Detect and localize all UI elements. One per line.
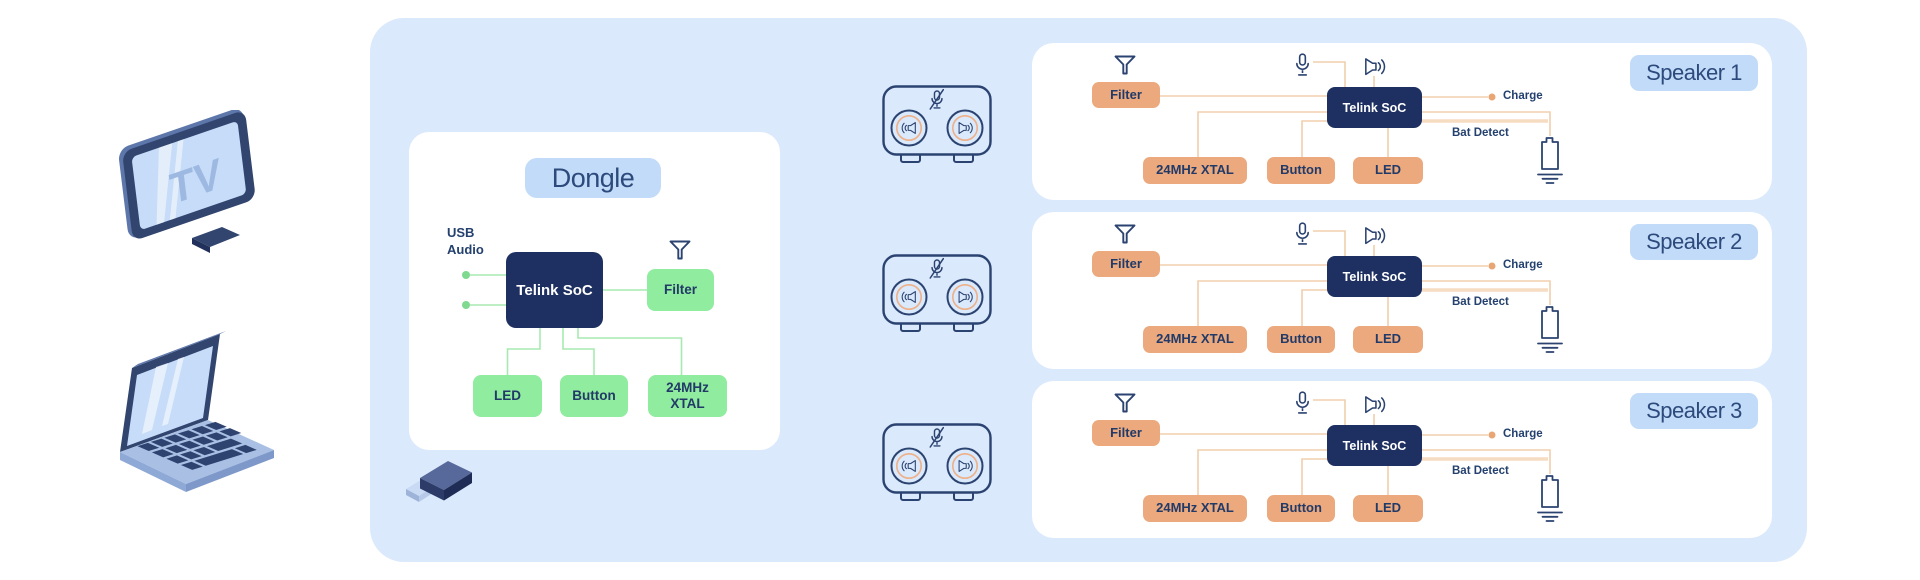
- led-block: LED: [1353, 157, 1423, 184]
- charge-label: Charge: [1503, 428, 1543, 440]
- speaker-panel-3: Filter Telink SoC 24MHz XTAL Button LED …: [1032, 381, 1772, 538]
- speaker-panel-2: Filter Telink SoC 24MHz XTAL Button LED …: [1032, 212, 1772, 369]
- dongle-filter-block: Filter: [647, 269, 714, 311]
- antenna-icon: [669, 240, 691, 260]
- antenna-icon: [1114, 393, 1136, 413]
- dongle-diagram-box: Dongle USB Audio Telink SoC Filter LED B…: [409, 132, 780, 450]
- speaker-title-badge: Speaker 1: [1630, 55, 1758, 91]
- filter-block: Filter: [1092, 82, 1160, 108]
- xtal-block: 24MHz XTAL: [1143, 495, 1247, 522]
- filter-block: Filter: [1092, 420, 1160, 446]
- usb-audio-dot: [462, 301, 470, 309]
- usb-dongle-icon: [406, 461, 472, 502]
- telink-soc-block: Telink SoC: [1327, 87, 1422, 128]
- xtal-block: 24MHz XTAL: [1143, 157, 1247, 184]
- telink-soc-block: Telink SoC: [1327, 256, 1422, 297]
- battery-ground-icon: [1537, 306, 1563, 353]
- connection-lines: [1160, 61, 1551, 157]
- bat-detect-label: Bat Detect: [1452, 127, 1509, 139]
- tv-icon: TV: [119, 110, 255, 253]
- speaker-title: Speaker 3: [1646, 398, 1742, 423]
- usb-audio-label: USB Audio: [447, 225, 484, 257]
- connection-lines: [1160, 399, 1551, 495]
- speaker-panel-1: Filter Telink SoC 24MHz XTAL Button LED …: [1032, 43, 1772, 200]
- mic-icon: [1295, 53, 1310, 76]
- charge-dot: [1488, 262, 1496, 270]
- usb-audio-dot: [462, 271, 470, 279]
- speaker-box-icon: [882, 254, 992, 332]
- dongle-xtal-block: 24MHz XTAL: [648, 375, 727, 417]
- antenna-icon: [1114, 224, 1136, 244]
- speaker-box-icon: [882, 423, 992, 501]
- speaker-wave-icon: [1365, 396, 1386, 414]
- speaker-box-icon: [882, 85, 992, 163]
- battery-ground-icon: [1537, 137, 1563, 184]
- speaker-title-badge: Speaker 3: [1630, 393, 1758, 429]
- dongle-title-badge: Dongle: [525, 158, 661, 198]
- dongle-button-block: Button: [560, 375, 628, 417]
- mic-icon: [1295, 222, 1310, 245]
- dongle-led-block: LED: [473, 375, 542, 417]
- battery-ground-icon: [1537, 475, 1563, 522]
- speaker-title-badge: Speaker 2: [1630, 224, 1758, 260]
- speaker-title: Speaker 1: [1646, 60, 1742, 85]
- filter-block: Filter: [1092, 251, 1160, 277]
- charge-dot: [1488, 431, 1496, 439]
- system-container: Dongle USB Audio Telink SoC Filter LED B…: [370, 18, 1807, 562]
- dongle-title: Dongle: [551, 162, 635, 193]
- laptop-icon: [120, 331, 274, 492]
- button-block: Button: [1267, 326, 1335, 353]
- speaker-wave-icon: [1365, 58, 1386, 76]
- xtal-block: 24MHz XTAL: [1143, 326, 1247, 353]
- dongle-connection-lines: [462, 271, 683, 375]
- charge-label: Charge: [1503, 259, 1543, 271]
- speaker-wave-icon: [1365, 227, 1386, 245]
- antenna-icon: [1114, 55, 1136, 75]
- button-block: Button: [1267, 495, 1335, 522]
- button-block: Button: [1267, 157, 1335, 184]
- telink-soc-block: Telink SoC: [1327, 425, 1422, 466]
- charge-dot: [1488, 93, 1496, 101]
- bat-detect-label: Bat Detect: [1452, 296, 1509, 308]
- connection-lines: [1160, 230, 1551, 326]
- led-block: LED: [1353, 495, 1423, 522]
- bat-detect-label: Bat Detect: [1452, 465, 1509, 477]
- mic-icon: [1295, 391, 1310, 414]
- charge-label: Charge: [1503, 90, 1543, 102]
- led-block: LED: [1353, 326, 1423, 353]
- dongle-telink-soc-block: Telink SoC: [506, 252, 603, 328]
- speaker-title: Speaker 2: [1646, 229, 1742, 254]
